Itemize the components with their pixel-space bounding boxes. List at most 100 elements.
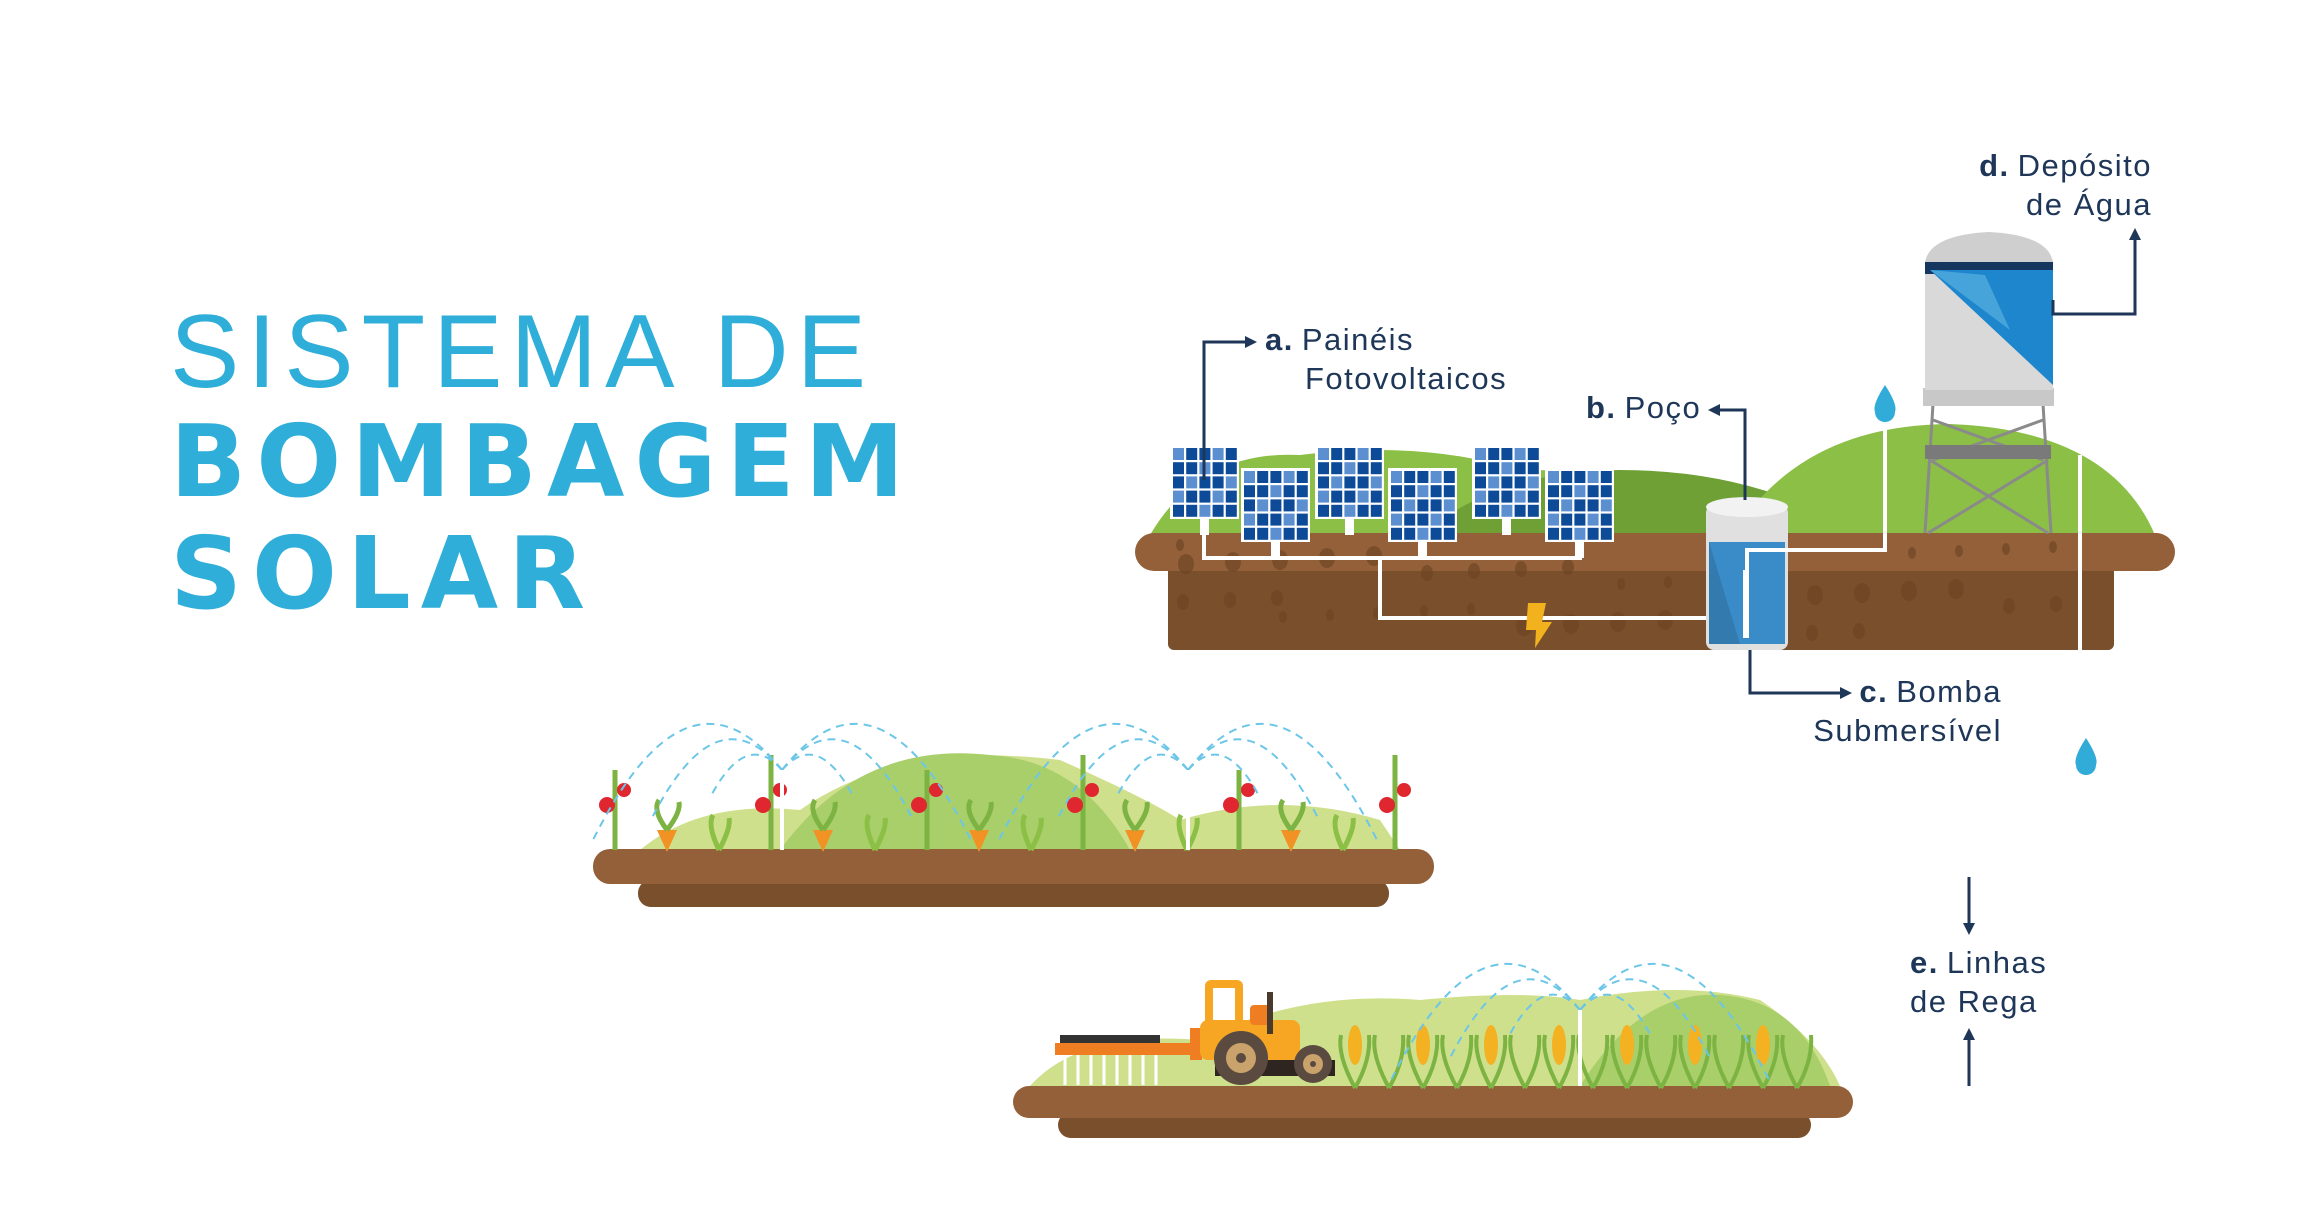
- tomato: [1085, 783, 1099, 797]
- label-text: Poço: [1624, 390, 1702, 425]
- panel-cell: [1561, 499, 1573, 512]
- label-text: de Rega: [1910, 984, 2038, 1019]
- panel-cell: [1257, 499, 1269, 512]
- panel-cell: [1225, 490, 1237, 503]
- carrot: [813, 830, 833, 852]
- pebble: [1908, 547, 1916, 559]
- solar-panel: [1315, 445, 1384, 535]
- sprinkler-spray: [591, 722, 1379, 843]
- corn-cob: [1756, 1025, 1770, 1065]
- panel-cell: [1344, 490, 1356, 503]
- carrot-leaves: [966, 798, 994, 832]
- panel-cell: [1587, 527, 1599, 540]
- pebble: [1176, 539, 1184, 551]
- tomato: [1241, 783, 1255, 797]
- upper-soil-bottom: [1168, 565, 2114, 650]
- pebble: [2050, 596, 2062, 612]
- sprinkler-spray: [1389, 962, 1771, 1083]
- label-text: de Água: [2026, 187, 2152, 222]
- panel-cell: [1488, 490, 1500, 503]
- panel-cell: [1283, 471, 1295, 483]
- panel-cell: [1527, 462, 1539, 475]
- panel-cell: [1475, 490, 1486, 503]
- panel-cell: [1391, 499, 1402, 512]
- panel-cell: [1501, 448, 1513, 460]
- panel-cell: [1370, 448, 1382, 460]
- tomato: [1223, 797, 1239, 813]
- pebble: [1326, 609, 1334, 621]
- corn-leaves: [1440, 1034, 1474, 1089]
- panel-cell: [1244, 499, 1255, 512]
- panel-cell: [1344, 476, 1356, 489]
- panel-cell: [1212, 462, 1224, 475]
- panel-cell: [1357, 462, 1369, 475]
- panel-cell: [1404, 485, 1416, 498]
- panel-cell: [1514, 504, 1526, 517]
- panel-cell: [1270, 471, 1282, 483]
- panel-cell: [1430, 471, 1442, 483]
- panel-post: [1502, 515, 1511, 535]
- label-text: Submersível: [1813, 713, 2002, 748]
- panel-cell: [1443, 527, 1455, 540]
- panel-cell: [1430, 485, 1442, 498]
- panel-cell: [1574, 513, 1586, 526]
- pebble: [1420, 605, 1428, 617]
- spray-arc: [651, 738, 783, 819]
- label-letter: b.: [1586, 390, 1617, 425]
- pebble: [1853, 623, 1865, 639]
- panel-cell: [1283, 499, 1295, 512]
- panel-cell: [1212, 490, 1224, 503]
- panel-cell: [1225, 504, 1237, 517]
- panel-cell: [1501, 462, 1513, 475]
- panel-cell: [1283, 485, 1295, 498]
- panel-cell: [1514, 448, 1526, 460]
- corn-leaves: [1610, 1034, 1644, 1089]
- lightning-icon: [1526, 603, 1552, 648]
- panel-cell: [1296, 471, 1308, 483]
- panel-cell: [1244, 527, 1255, 540]
- panel-cell: [1587, 513, 1599, 526]
- pebble: [1854, 583, 1870, 603]
- panel-cell: [1475, 504, 1486, 517]
- label-submersible-pump: c.Bomba Submersível: [1813, 672, 2002, 750]
- panel-cell: [1199, 476, 1211, 489]
- label-text: Bomba: [1896, 674, 2002, 709]
- panel-cell: [1344, 504, 1356, 517]
- pebble: [2049, 541, 2057, 553]
- pebble: [1225, 552, 1241, 572]
- carrot: [969, 830, 989, 852]
- spray-arc: [1579, 962, 1771, 1083]
- solar-panel: [1388, 468, 1457, 558]
- panel-cell: [1600, 513, 1612, 526]
- panel-cell: [1186, 448, 1198, 460]
- pebble: [1664, 576, 1672, 588]
- pebble: [1807, 585, 1823, 605]
- leafy-plant: [864, 813, 888, 852]
- panel-cell: [1548, 527, 1559, 540]
- sprinkler-pipe: [1578, 1010, 1582, 1086]
- solar-panels: [1170, 445, 1614, 558]
- spray-arc: [1449, 978, 1581, 1059]
- panel-post: [1271, 538, 1280, 558]
- spray-arc: [781, 738, 913, 819]
- title-line-1: SISTEMA DE: [170, 294, 875, 410]
- spray-arc: [1579, 978, 1711, 1059]
- panel-cell: [1296, 513, 1308, 526]
- panel-cell: [1417, 513, 1429, 526]
- carrot-leaves: [1278, 798, 1306, 832]
- panel-cell: [1574, 471, 1586, 483]
- panel-cell: [1318, 462, 1329, 475]
- upper-soil-top: [1135, 533, 2175, 571]
- label-solar-panels: a.Painéis Fotovoltaicos: [1265, 320, 1507, 398]
- solar-panel: [1472, 445, 1541, 535]
- panel-cell: [1600, 485, 1612, 498]
- spray-arc: [1057, 738, 1189, 819]
- panel-cell: [1475, 448, 1486, 460]
- panel-cell: [1600, 527, 1612, 540]
- panel-cell: [1443, 499, 1455, 512]
- panel-cell: [1391, 485, 1402, 498]
- label-letter: a.: [1265, 322, 1294, 357]
- carrot: [1281, 830, 1301, 852]
- leafy-plant: [1332, 813, 1356, 852]
